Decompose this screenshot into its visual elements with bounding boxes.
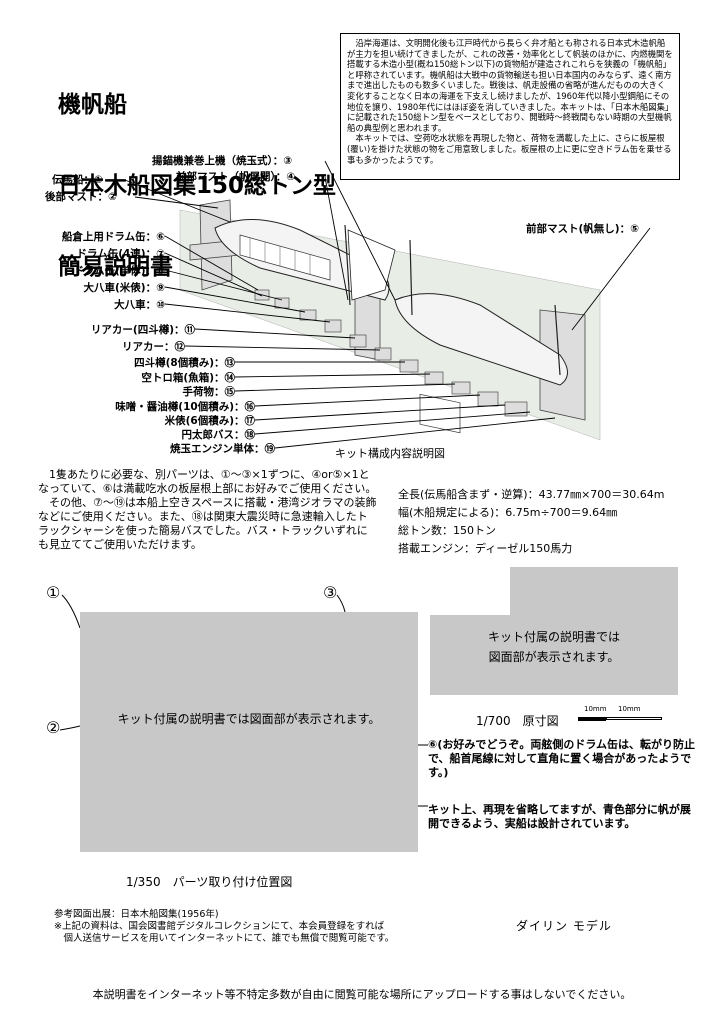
scale-label-1: 10mm <box>584 705 607 713</box>
page-title: 機帆船 日本木船図集150総トン型 簡易説明書 <box>58 38 336 308</box>
title-line-2: 日本木船図集150総トン型 <box>58 173 337 199</box>
spec-tonnage: 総トン数：150トン <box>398 524 496 537</box>
reference-line-2: ※上記の資料は、国会図書館デジタルコレクションにて、本会員登録をすれば <box>54 921 385 932</box>
scale-bar-white <box>606 717 662 720</box>
drawing-placeholder-350: キット付属の説明書では図面部が表示されます。 <box>80 612 418 852</box>
scale-bar-black <box>578 717 606 721</box>
label-part-5: 前部マスト(帆無し)：⑤ <box>526 223 639 235</box>
title-line-1: 機帆船 <box>58 92 127 118</box>
references: 参考図面出展：日本木船図集(1956年) ※上記の資料は、国会図書館デジタルコレ… <box>54 909 394 945</box>
label-part-14: 空トロ箱(魚箱)：⑭ <box>141 372 235 384</box>
intro-box: 沿岸海運は、文明開化後も江戸時代から長らく弁才船とも称される日本式木造帆船が主力… <box>340 33 680 180</box>
part-number-1: ① <box>46 583 61 602</box>
label-part-6: 船倉上用ドラム缶：⑥ <box>61 231 165 243</box>
footer-notice: 本説明書をインターネット等不特定多数が自由に閲覧可能な場所にアップロードする事は… <box>92 988 632 1001</box>
label-part-3: 揚錨機兼巻上機（焼玉式）：③ <box>152 155 293 167</box>
label-part-9: 大八車(米俵)：⑨ <box>83 282 166 294</box>
scale-label-2: 10mm <box>618 705 641 713</box>
specs-list: 全長(伝馬船含まず・逆算)：43.77㎜×700＝30.64m 幅(木船規定によ… <box>398 486 665 558</box>
label-part-8: ドラム缶(単体)：⑧ <box>73 265 165 277</box>
maker-name: ダイリン モデル <box>516 919 612 933</box>
label-part-12: リアカー：⑫ <box>122 341 185 353</box>
label-part-19: 焼玉エンジン単体：⑲ <box>170 443 275 455</box>
spec-engine: 搭載エンジン：ディーゼル150馬力 <box>398 542 573 555</box>
title-line-3: 簡易説明書 <box>58 254 173 280</box>
label-part-10: 大八車：⑩ <box>114 299 165 311</box>
label-part-16: 味噌・醤油樽(10個積み)：⑯ <box>115 401 255 413</box>
reference-line-1: 参考図面出展：日本木船図集(1956年) <box>54 909 219 920</box>
label-part-17: 米俵(6個積み)：⑰ <box>164 415 255 427</box>
note-sail: キット上、再現を省略してますが、青色部分に帆が展開できるよう、実船は設計されてい… <box>428 803 691 830</box>
placeholder-right-line-2: 図面部が表示されます。 <box>488 650 620 664</box>
drawing-placeholder-700: キット付属の説明書では 図面部が表示されます。 <box>430 615 678 695</box>
spec-beam: 幅(木船規定による)：6.75m÷700＝9.64㎜ <box>398 506 618 519</box>
part-number-2: ② <box>46 718 61 737</box>
scale-700-caption: 1/700 原寸図 <box>476 714 559 728</box>
note-drum-cans: ⑥(お好みでどうぞ。両舷側のドラム缶は、転がり防止で、船首尾線に対して直角に置く… <box>428 738 696 779</box>
label-part-7: ドラム缶(4連)：⑦ <box>76 248 165 260</box>
part-number-3: ③ <box>323 583 338 602</box>
description-text: 1隻あたりに必要な、別パーツは、①～③×1ずつに、④or⑤×1となっていて、⑥は… <box>38 468 377 551</box>
kit-illustration <box>124 160 651 449</box>
label-part-2: 後部マスト：② <box>45 191 117 203</box>
spec-length: 全長(伝馬船含まず・逆算)：43.77㎜×700＝30.64m <box>398 488 665 501</box>
intro-text: 沿岸海運は、文明開化後も江戸時代から長らく弁才船とも称される日本式木造帆船が主力… <box>347 38 673 165</box>
label-part-1: 伝馬船：① <box>52 174 103 186</box>
label-part-13: 四斗樽(8個積み)：⑬ <box>134 357 235 369</box>
label-part-11: リアカー(四斗樽)：⑪ <box>90 324 195 336</box>
drawing-placeholder-right: キット付属の説明書では 図面部が表示されます。 <box>430 627 678 667</box>
reference-line-3: 個人送信サービスを用いてインターネットにて、誰でも無償で閲覧可能です。 <box>54 933 395 944</box>
label-part-4: 前部マスト（帆展開）：④ <box>176 171 296 183</box>
scale-350-caption: 1/350 パーツ取り付け位置図 <box>126 875 293 889</box>
drawing-placeholder-700-top <box>510 567 678 617</box>
scale-bar: 10mm 10mm <box>578 705 678 727</box>
label-part-18: 円太郎バス：⑱ <box>181 429 256 441</box>
kit-caption: キット構成内容説明図 <box>335 447 445 460</box>
placeholder-right-line-1: キット付属の説明書では <box>487 630 620 644</box>
drawing-placeholder-text: キット付属の説明書では図面部が表示されます。 <box>117 712 381 726</box>
label-part-15: 手荷物：⑮ <box>182 386 236 398</box>
